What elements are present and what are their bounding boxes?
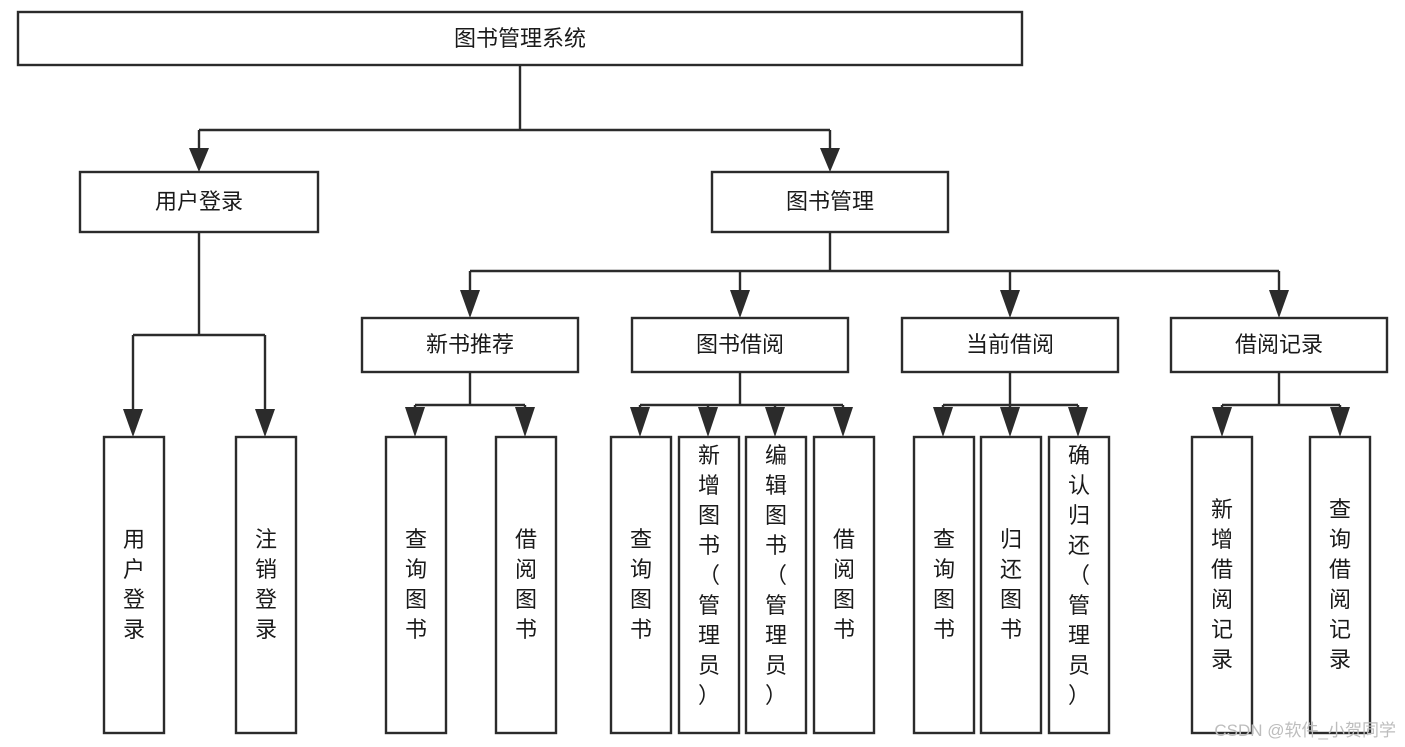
- node-book-manage[interactable]: 图书管理: [710, 170, 950, 234]
- node-leaf-return-book[interactable]: 归还图书: [979, 435, 1043, 735]
- node-leaf-query-book-1[interactable]: 查询图书: [384, 435, 448, 735]
- node-leaf-borrow-book-2-box[interactable]: [812, 435, 876, 735]
- node-leaf-edit-book-box[interactable]: [744, 435, 808, 735]
- arrow-to-leaf-borrow-book-1: [515, 407, 535, 437]
- node-leaf-query-record[interactable]: 查询借阅记录: [1308, 435, 1372, 735]
- node-leaf-borrow-book-1[interactable]: 借阅图书: [494, 435, 558, 735]
- node-leaf-user-logout[interactable]: 注销登录: [234, 435, 298, 735]
- node-leaf-borrow-book-2-label: 借阅图书: [833, 527, 855, 642]
- node-leaf-confirm-return-box[interactable]: [1047, 435, 1111, 735]
- arrow-to-leaf-user-logout: [255, 409, 275, 437]
- node-leaf-add-book-label: 新增图书（管理员）: [698, 443, 720, 708]
- arrow-to-leaf-confirm-return: [1068, 407, 1088, 437]
- node-leaf-add-record[interactable]: 新增借阅记录: [1190, 435, 1254, 735]
- node-leaf-borrow-book-2[interactable]: 借阅图书: [812, 435, 876, 735]
- arrow-to-current-borrow: [1000, 290, 1020, 318]
- arrow-to-borrow-record: [1269, 290, 1289, 318]
- arrow-to-leaf-query-record: [1330, 407, 1350, 437]
- arrow-to-book-manage: [820, 148, 840, 172]
- arrow-to-leaf-query-book-3: [933, 407, 953, 437]
- node-leaf-borrow-book-1-box[interactable]: [494, 435, 558, 735]
- node-leaf-confirm-return-label: 确认归还（管理员）: [1068, 443, 1090, 708]
- node-root[interactable]: 图书管理系统: [16, 10, 1024, 67]
- node-leaf-query-book-1-box[interactable]: [384, 435, 448, 735]
- node-leaf-user-logout-box[interactable]: [234, 435, 298, 735]
- node-leaf-query-book-2-box[interactable]: [609, 435, 673, 735]
- connector-group-root: [189, 65, 840, 172]
- arrow-to-leaf-return-book: [1000, 407, 1020, 437]
- node-book-borrow[interactable]: 图书借阅: [630, 316, 850, 374]
- node-root-box[interactable]: [16, 10, 1024, 67]
- arrow-to-leaf-edit-book: [765, 407, 785, 437]
- arrow-to-user-login: [189, 148, 209, 172]
- connector-group-new-book-recommend: [405, 372, 535, 437]
- arrow-to-leaf-query-book-1: [405, 407, 425, 437]
- arrow-to-leaf-add-record: [1212, 407, 1232, 437]
- arrow-to-new-book-recommend: [460, 290, 480, 318]
- node-leaf-borrow-book-1-label: 借阅图书: [515, 527, 537, 642]
- node-leaf-edit-book[interactable]: 编辑图书（管理员）: [744, 435, 808, 735]
- node-root-label: 图书管理系统: [454, 26, 586, 51]
- node-leaf-confirm-return[interactable]: 确认归还（管理员）: [1047, 435, 1111, 735]
- node-borrow-record-box[interactable]: [1169, 316, 1389, 374]
- node-leaf-add-record-label: 新增借阅记录: [1211, 497, 1233, 672]
- node-leaf-query-book-1-label: 查询图书: [405, 527, 427, 642]
- node-leaf-query-book-3[interactable]: 查询图书: [912, 435, 976, 735]
- node-leaf-query-book-3-box[interactable]: [912, 435, 976, 735]
- csdn-watermark: CSDN @软件_小贺同学: [1214, 721, 1396, 740]
- node-user-login[interactable]: 用户登录: [78, 170, 320, 234]
- connector-group-borrow-record: [1212, 372, 1350, 437]
- node-leaf-query-record-box[interactable]: [1308, 435, 1372, 735]
- node-leaf-add-book-box[interactable]: [677, 435, 741, 735]
- node-current-borrow-box[interactable]: [900, 316, 1120, 374]
- node-book-manage-label: 图书管理: [786, 189, 874, 214]
- node-leaf-query-book-3-label: 查询图书: [933, 527, 955, 642]
- node-current-borrow[interactable]: 当前借阅: [900, 316, 1120, 374]
- node-current-borrow-label: 当前借阅: [966, 332, 1054, 357]
- node-leaf-query-book-2-label: 查询图书: [630, 527, 652, 642]
- node-borrow-record-label: 借阅记录: [1235, 332, 1323, 357]
- node-leaf-edit-book-label: 编辑图书（管理员）: [765, 443, 787, 708]
- node-leaf-add-book[interactable]: 新增图书（管理员）: [677, 435, 741, 735]
- node-new-book-recommend-box[interactable]: [360, 316, 580, 374]
- node-leaf-query-book-2[interactable]: 查询图书: [609, 435, 673, 735]
- node-borrow-record[interactable]: 借阅记录: [1169, 316, 1389, 374]
- node-leaf-user-logout-label: 注销登录: [255, 527, 277, 642]
- arrow-to-book-borrow: [730, 290, 750, 318]
- node-leaf-add-record-box[interactable]: [1190, 435, 1254, 735]
- node-leaf-return-book-label: 归还图书: [1000, 527, 1022, 642]
- node-leaf-return-book-box[interactable]: [979, 435, 1043, 735]
- node-leaf-user-login[interactable]: 用户登录: [102, 435, 166, 735]
- connector-group-user-login: [123, 232, 275, 437]
- node-book-borrow-box[interactable]: [630, 316, 850, 374]
- node-leaf-user-login-box[interactable]: [102, 435, 166, 735]
- arrow-to-leaf-borrow-book-2: [833, 407, 853, 437]
- arrow-to-leaf-query-book-2: [630, 407, 650, 437]
- connector-group-current-borrow: [933, 372, 1088, 437]
- node-user-login-label: 用户登录: [155, 189, 243, 214]
- connector-group-book-manage: [460, 232, 1289, 318]
- node-user-login-box[interactable]: [78, 170, 320, 234]
- connector-group-book-borrow: [630, 372, 853, 437]
- node-leaf-user-login-label: 用户登录: [123, 527, 145, 642]
- node-new-book-recommend-label: 新书推荐: [426, 332, 514, 357]
- arrow-to-leaf-user-login: [123, 409, 143, 437]
- node-book-manage-box[interactable]: [710, 170, 950, 234]
- arrow-to-leaf-add-book: [698, 407, 718, 437]
- node-book-borrow-label: 图书借阅: [696, 332, 784, 357]
- node-leaf-query-record-label: 查询借阅记录: [1329, 497, 1351, 672]
- node-new-book-recommend[interactable]: 新书推荐: [360, 316, 580, 374]
